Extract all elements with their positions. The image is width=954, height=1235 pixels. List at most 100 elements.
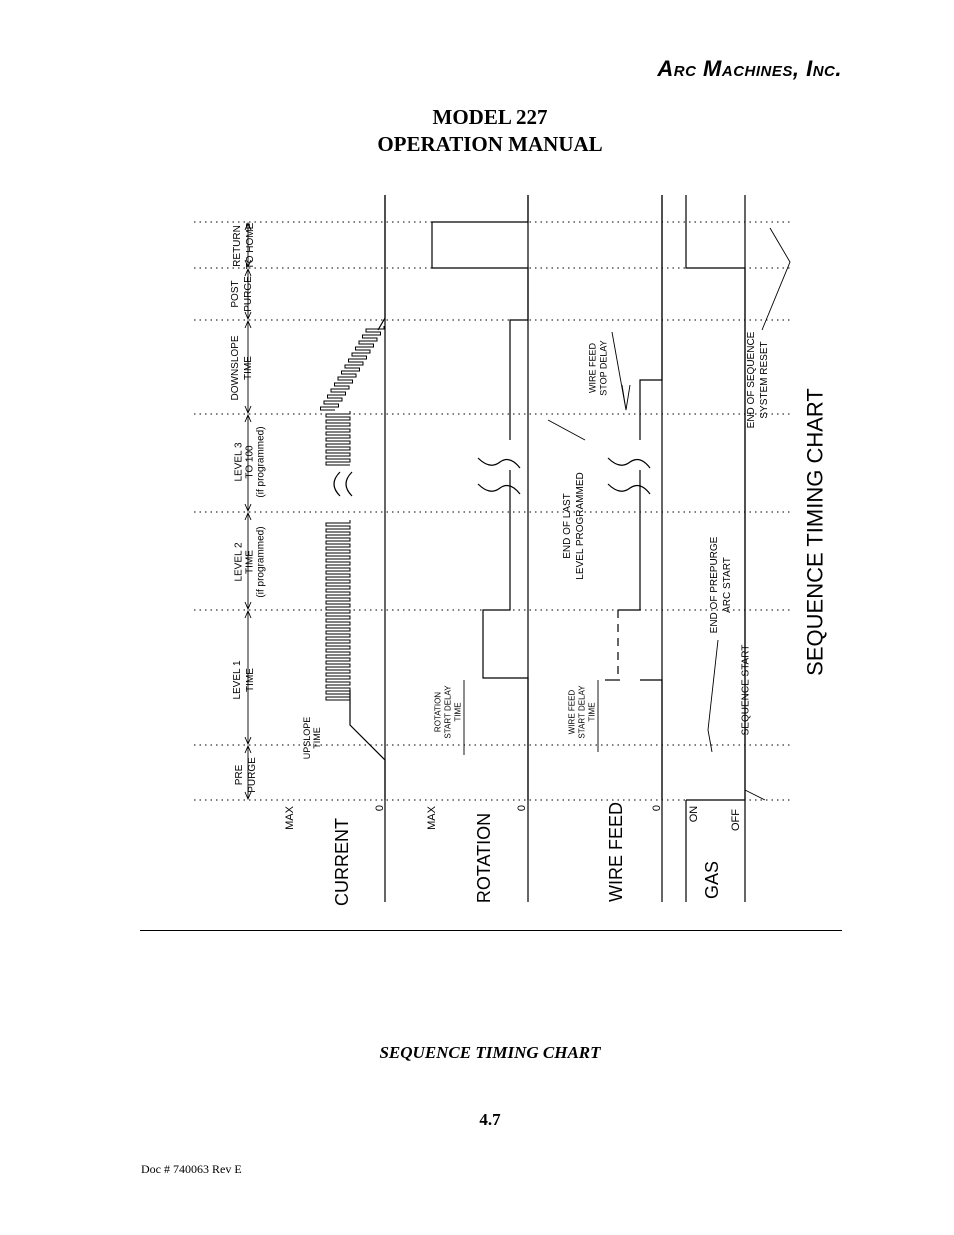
rotation-trace xyxy=(482,470,529,800)
phase-gridlines xyxy=(194,221,792,801)
end-sequence-annotation-line: SYSTEM RESET xyxy=(759,341,770,418)
phase-level1-label-line: LEVEL 1 xyxy=(232,660,243,700)
current-max-label-line: MAX xyxy=(284,805,296,830)
rotation-zero-label-line: 0 xyxy=(516,805,528,811)
phase-arrowhead xyxy=(244,413,252,423)
rotation-max-label-line: MAX xyxy=(426,805,438,830)
phase-downslope-label-line: TIME xyxy=(243,356,254,380)
phase-return-label-line: RETURN xyxy=(232,225,243,267)
rotation-label: ROTATION xyxy=(474,813,494,903)
current-max-label: MAX xyxy=(284,805,296,830)
gas-on-label: ON xyxy=(688,806,700,823)
current-pulse-trace xyxy=(325,520,351,701)
current-label: CURRENT xyxy=(332,818,352,906)
company-logo: Arc Machines, Inc. xyxy=(657,56,842,81)
wirefeed-trace xyxy=(639,195,663,440)
wire-stop-delay-arrow xyxy=(611,331,631,411)
current-break-mark xyxy=(345,471,353,497)
diagram-title: SEQUENCE TIMING CHART xyxy=(803,388,828,676)
phase-postpurge-label-line: POST xyxy=(230,280,241,307)
phase-level2-label-line: TIME xyxy=(245,550,256,574)
phase-arrowhead xyxy=(244,311,252,321)
figure-caption: SEQUENCE TIMING CHART xyxy=(379,1043,601,1062)
page-number: 4.7 xyxy=(479,1110,501,1129)
current-break-mark xyxy=(333,471,341,497)
phase-arrowhead xyxy=(244,609,252,619)
phase-prepurge-label-line: PURGE xyxy=(247,757,258,793)
rotation-delay-annotation-line: TIME xyxy=(454,702,463,721)
rotation-label-line: ROTATION xyxy=(474,813,494,903)
phase-arrowhead xyxy=(244,503,252,513)
wirefeed-zero-label: 0 xyxy=(651,805,663,811)
rotation-trace xyxy=(431,195,529,440)
current-end-trace xyxy=(377,195,386,331)
rotation-max-label: MAX xyxy=(426,805,438,830)
phase-level2-label-line: (if programmed) xyxy=(256,526,267,597)
wirefeed-label: WIRE FEED xyxy=(606,802,626,902)
rotation-delay-annotation-line: ROTATION xyxy=(434,692,443,732)
horizontal-rule xyxy=(140,930,842,931)
phase-arrowhead xyxy=(244,601,252,611)
current-label-line: CURRENT xyxy=(332,818,352,906)
wire-stop-delay-annotation-line: STOP DELAY xyxy=(599,340,609,396)
title-line-manual: OPERATION MANUAL xyxy=(377,132,603,156)
wire-start-delay-annotation-line: WIRE FEED xyxy=(568,690,577,735)
wirefeed-zero-label-line: 0 xyxy=(651,805,663,811)
phase-arrowhead xyxy=(244,259,252,269)
sequence-start-pointer xyxy=(744,770,766,801)
gas-label: GAS xyxy=(702,861,722,899)
end-prepurge-pointer xyxy=(707,639,719,753)
gas-off-label-line: OFF xyxy=(730,809,742,831)
phase-arrowhead xyxy=(244,405,252,415)
upslope-annotation-line: TIME xyxy=(312,727,322,749)
current-upslope-trace xyxy=(349,690,386,800)
signal-traces xyxy=(320,195,746,801)
diagram-title-line: SEQUENCE TIMING CHART xyxy=(803,388,828,676)
sequence-start-annotation-line: SEQUENCE START xyxy=(741,645,752,736)
sequence-start-annotation: SEQUENCE START xyxy=(741,645,752,736)
phase-return-label-line: TO HOME xyxy=(245,222,256,269)
title-line-model: MODEL 227 xyxy=(432,105,548,129)
end-sequence-pointer xyxy=(761,227,791,331)
phase-arrowhead xyxy=(244,319,252,329)
phase-arrowhead xyxy=(244,791,252,801)
wirefeed-trace xyxy=(640,679,663,800)
rotation-break-mark xyxy=(477,483,521,495)
wire-stop-delay-annotation-line: WIRE FEED xyxy=(588,343,598,394)
end-sequence-annotation-line: END OF SEQUENCE xyxy=(746,331,757,428)
wire-start-delay-annotation-line: START DELAY xyxy=(578,685,587,739)
phase-level1-label-line: TIME xyxy=(245,668,256,692)
rotation-delay-annotation-line: START DELAY xyxy=(444,685,453,739)
upslope-annotation-line: UPSLOPE xyxy=(302,717,312,760)
rotation-break-mark xyxy=(477,457,521,469)
end-last-level-annotation-line: END OF LAST xyxy=(562,493,573,559)
rotation-zero-label: 0 xyxy=(516,805,528,811)
gas-on-label-line: ON xyxy=(688,806,700,823)
phase-level3-label-line: LEVEL 3 xyxy=(234,442,245,482)
wire-start-delay-annotation-line: TIME xyxy=(588,702,597,721)
end-last-level-annotation-line: LEVEL PROGRAMMED xyxy=(575,472,586,579)
phase-arrowhead xyxy=(244,221,252,231)
document-number: Doc # 740063 Rev E xyxy=(141,1162,242,1176)
phase-arrowhead xyxy=(244,511,252,521)
gas-off-label: OFF xyxy=(730,809,742,831)
phase-prepurge-label-line: PRE xyxy=(234,764,245,785)
document-title: MODEL 227 OPERATION MANUAL xyxy=(0,104,954,158)
current-pulse-trace xyxy=(325,411,351,466)
phase-postpurge-label-line: PURGE xyxy=(243,276,254,312)
wirefeed-label-line: WIRE FEED xyxy=(606,802,626,902)
